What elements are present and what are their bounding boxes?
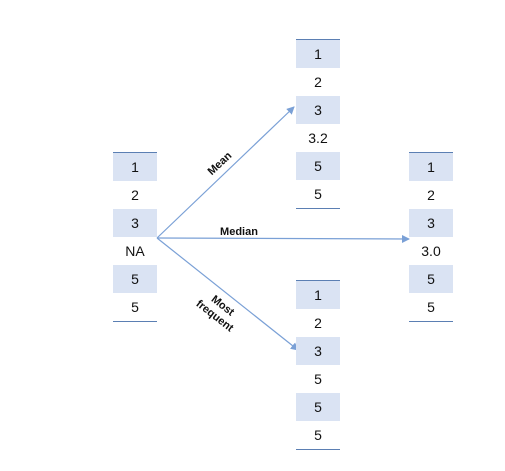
original-column: 1 2 3 NA 5 5 [113,152,157,322]
original-cell-2: 2 [131,187,139,203]
original-cell-missing: NA [125,243,145,259]
most-frequent-column: 1 2 3 5 5 5 [296,280,340,450]
most-frequent-cell-6: 5 [296,421,340,450]
median-arrow [156,234,410,243]
median-label: Median [220,226,258,238]
mean-column: 1 2 3 3.2 5 5 [296,39,340,209]
most-frequent-label: Most frequent [194,293,237,334]
median-cell-imputed: 3.0 [421,243,441,259]
most-frequent-cell-3: 3 [296,337,340,365]
original-cell-1: 1 [113,152,157,181]
most-frequent-cell-5: 5 [296,393,340,421]
original-cell-3: 3 [113,209,157,237]
mean-cell-6: 5 [296,180,340,209]
median-column: 1 2 3 3.0 5 5 [409,152,453,322]
median-cell-5: 5 [409,265,453,293]
most-frequent-cell-imputed: 5 [314,371,322,387]
median-cell-6: 5 [409,293,453,322]
original-cell-5: 5 [113,265,157,293]
mean-cell-2: 2 [314,74,322,90]
mean-cell-3: 3 [296,96,340,124]
median-cell-1: 1 [409,152,453,181]
most-frequent-cell-1: 1 [296,280,340,309]
original-cell-6: 5 [113,293,157,322]
mean-cell-imputed: 3.2 [308,130,328,146]
mean-cell-1: 1 [296,39,340,68]
most-frequent-cell-2: 2 [314,315,322,331]
median-cell-2: 2 [427,187,435,203]
most-frequent-arrow [156,237,299,351]
median-cell-3: 3 [409,209,453,237]
mean-label: Mean [206,150,235,178]
mean-cell-5: 5 [296,152,340,180]
mean-arrow [156,106,295,239]
